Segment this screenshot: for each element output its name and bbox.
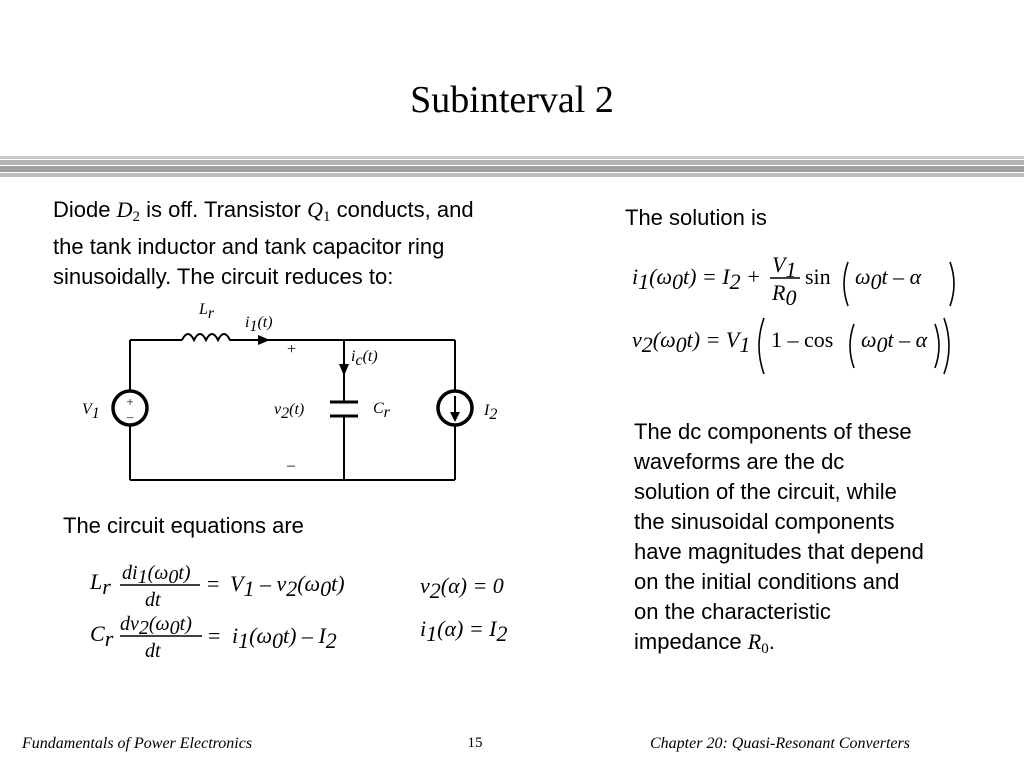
title-divider bbox=[0, 156, 1024, 180]
dc-line: the sinusoidal components bbox=[634, 509, 895, 534]
voltage-source-symbol: + – bbox=[111, 389, 149, 427]
svg-text:i1(ω0t) – I2: i1(ω0t) – I2 bbox=[232, 623, 337, 653]
svg-text:=: = bbox=[207, 571, 219, 596]
svg-text:R0: R0 bbox=[771, 280, 796, 310]
svg-text:ω0t – α: ω0t – α bbox=[861, 327, 928, 357]
solution-heading: The solution is bbox=[625, 205, 767, 230]
capacitor-symbol bbox=[330, 400, 358, 418]
voltage-minus-sign: – bbox=[286, 457, 296, 474]
voltage-plus-sign: + bbox=[287, 341, 296, 358]
voltage-v2-label: v2(t) bbox=[274, 401, 304, 422]
dc-components-paragraph: The dc components of these waveforms are… bbox=[634, 417, 994, 664]
svg-text:i1(α) = I2: i1(α) = I2 bbox=[420, 616, 508, 646]
footer-left: Fundamentals of Power Electronics bbox=[22, 735, 253, 752]
svg-text:v2(α) = 0: v2(α) = 0 bbox=[420, 573, 504, 603]
svg-text:v2(ω0t) = V1: v2(ω0t) = V1 bbox=[632, 327, 750, 357]
intro-line-1: Diode D2 is off. Transistor Q1 conducts,… bbox=[53, 197, 474, 225]
impedance-symbol: R bbox=[747, 629, 762, 654]
dc-line: on the characteristic bbox=[634, 599, 831, 624]
inductor-current-arrow bbox=[238, 335, 270, 345]
circuit-equations: Lr di1(ω0t) dt = V1 – v2(ω0t) Cr dv2(ω0t… bbox=[89, 562, 508, 662]
transistor-symbol: Q bbox=[307, 197, 323, 222]
svg-text:V1 – v2(ω0t): V1 – v2(ω0t) bbox=[230, 571, 345, 601]
capacitor-label: Cr bbox=[373, 400, 391, 421]
svg-text:Lr: Lr bbox=[89, 569, 111, 599]
svg-text:i1(ω0t) = I2 +: i1(ω0t) = I2 + bbox=[632, 264, 761, 294]
svg-text:1 – cos: 1 – cos bbox=[771, 327, 833, 352]
dc-line: impedance R0. bbox=[634, 629, 775, 657]
capacitor-current-arrow bbox=[339, 345, 349, 376]
capacitor-current-label: ic(t) bbox=[351, 348, 378, 369]
svg-text:di1(ω0t): di1(ω0t) bbox=[122, 562, 191, 588]
intro-line-2: the tank inductor and tank capacitor rin… bbox=[53, 234, 445, 259]
current-source-symbol bbox=[436, 389, 474, 427]
inductor-current-label: i1(t) bbox=[245, 314, 273, 335]
equations-heading: The circuit equations are bbox=[63, 513, 304, 538]
footer-right: Chapter 20: Quasi-Resonant Converters bbox=[650, 735, 910, 752]
dc-line: The dc components of these bbox=[634, 419, 912, 444]
inductor-coil bbox=[181, 333, 232, 343]
intro-paragraph: Diode D2 is off. Transistor Q1 conducts,… bbox=[53, 195, 573, 292]
slide-title: Subinterval 2 bbox=[410, 79, 614, 121]
svg-text:=: = bbox=[208, 623, 220, 648]
svg-text:–: – bbox=[126, 409, 134, 424]
svg-text:dv2(ω0t): dv2(ω0t) bbox=[120, 613, 192, 639]
svg-text:dt: dt bbox=[145, 589, 161, 611]
solution-equations: i1(ω0t) = I2 + V1 R0 sin ω0t – α v2(ω0t)… bbox=[632, 252, 955, 375]
dc-line: have magnitudes that depend bbox=[634, 539, 924, 564]
source-v1-label: V1 bbox=[82, 401, 100, 422]
inductor-label: Lr bbox=[198, 301, 215, 322]
source-i2-label: I2 bbox=[483, 402, 497, 423]
svg-text:ω0t – α: ω0t – α bbox=[855, 264, 922, 294]
svg-text:dt: dt bbox=[145, 640, 161, 662]
dc-line: solution of the circuit, while bbox=[634, 479, 897, 504]
dc-line: on the initial conditions and bbox=[634, 569, 900, 594]
svg-text:sin: sin bbox=[805, 264, 831, 289]
dc-line: waveforms are the dc bbox=[634, 449, 845, 474]
intro-line-3: sinusoidally. The circuit reduces to: bbox=[53, 264, 394, 289]
diode-symbol: D bbox=[116, 197, 133, 222]
page-number: 15 bbox=[467, 735, 483, 751]
svg-text:+: + bbox=[126, 394, 133, 409]
svg-text:Cr: Cr bbox=[90, 621, 114, 651]
